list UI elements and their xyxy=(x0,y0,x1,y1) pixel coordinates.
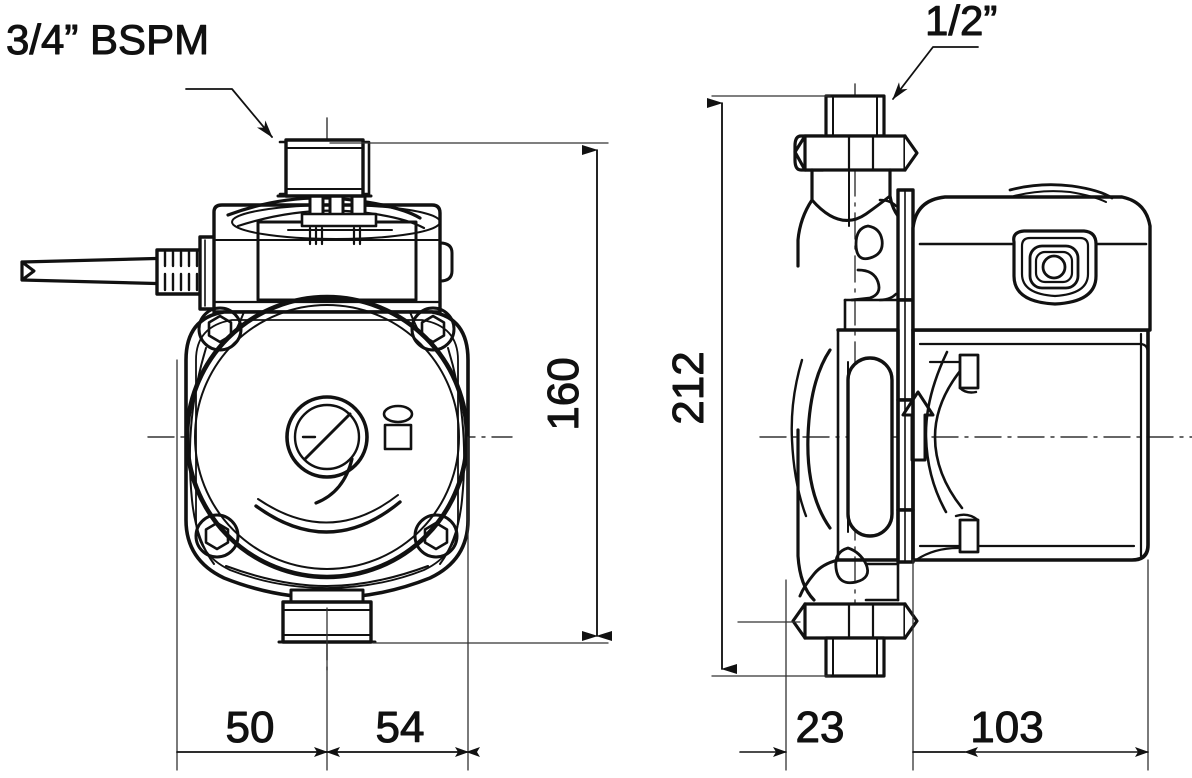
selector-knob xyxy=(1012,229,1098,306)
elbow-top xyxy=(796,168,900,268)
dimension-103-text: 103 xyxy=(970,703,1043,752)
connector-block xyxy=(843,224,900,332)
dimension-50-text: 50 xyxy=(226,703,275,752)
motor-body xyxy=(911,328,1150,562)
label-thread-front: 3/4” BSPM xyxy=(6,16,209,63)
dimension-23-text: 23 xyxy=(796,703,845,752)
dimension-160-text: 160 xyxy=(539,357,588,430)
bolt-bottom-left xyxy=(194,513,240,559)
bolt-top-right xyxy=(410,306,456,352)
latch-tabs xyxy=(914,353,980,562)
bolt-bottom-right xyxy=(413,513,459,559)
dimension-212: 212 xyxy=(664,95,831,677)
dimension-212-text: 212 xyxy=(664,351,713,424)
indicator-button xyxy=(382,404,414,451)
dimension-54-text: 54 xyxy=(376,703,425,752)
elbow-bottom xyxy=(796,428,900,602)
side-view xyxy=(759,83,1192,678)
pipe-top xyxy=(824,94,886,138)
impeller-profile xyxy=(924,350,967,514)
leader-thread-front xyxy=(185,88,273,138)
bolt-top-left xyxy=(197,306,243,352)
mounting-flange xyxy=(878,188,915,564)
dimension-23-103: 23 103 xyxy=(737,559,1149,771)
power-cable xyxy=(20,256,177,286)
top-port xyxy=(276,138,373,198)
housing-contours xyxy=(188,311,466,587)
front-view xyxy=(20,117,513,673)
motor-housing xyxy=(184,294,470,600)
housing-lower-slot xyxy=(254,494,402,534)
housing-bolts xyxy=(194,306,459,559)
dimension-50-54: 50 54 xyxy=(176,359,480,771)
cable-gland xyxy=(155,235,218,311)
union-nut-top xyxy=(793,134,919,172)
label-thread-side: 1/2” xyxy=(925,0,997,44)
vent-screw xyxy=(285,395,369,505)
leader-thread-side xyxy=(892,46,979,100)
union-nut-bottom xyxy=(791,602,919,640)
pump-chamber xyxy=(790,328,900,562)
pipe-bottom xyxy=(824,636,886,678)
dimension-160: 160 xyxy=(329,142,612,644)
